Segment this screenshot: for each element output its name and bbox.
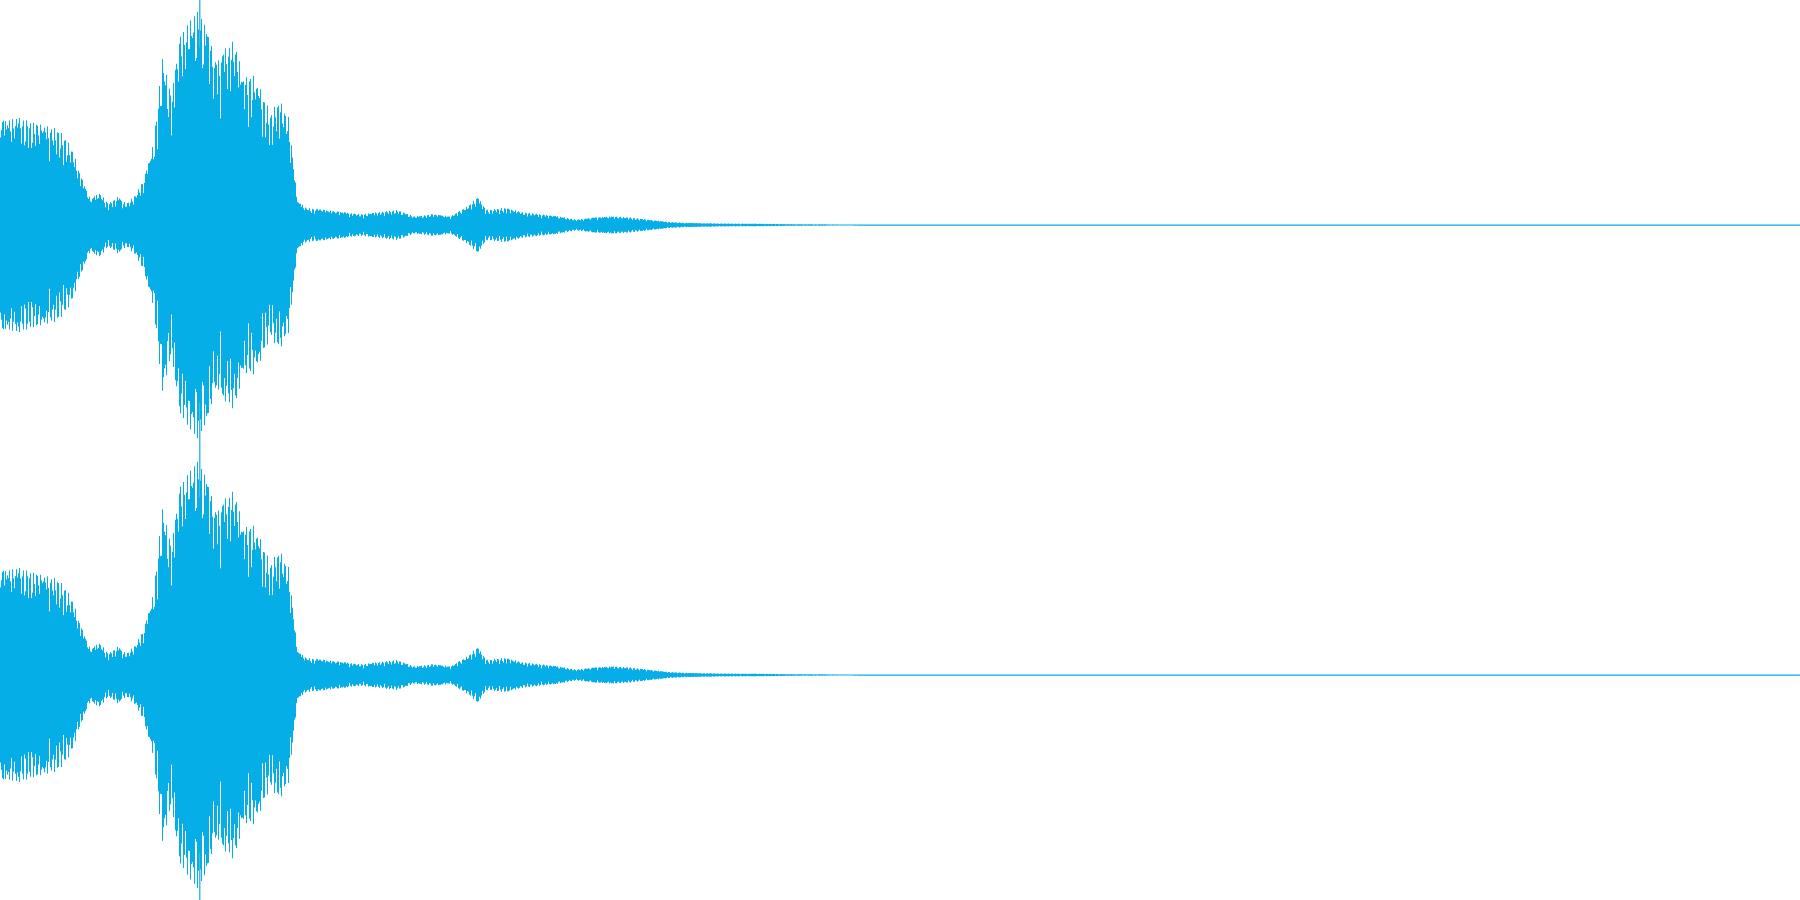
right-channel[interactable] [0,461,1800,889]
left-channel[interactable] [0,11,1800,439]
